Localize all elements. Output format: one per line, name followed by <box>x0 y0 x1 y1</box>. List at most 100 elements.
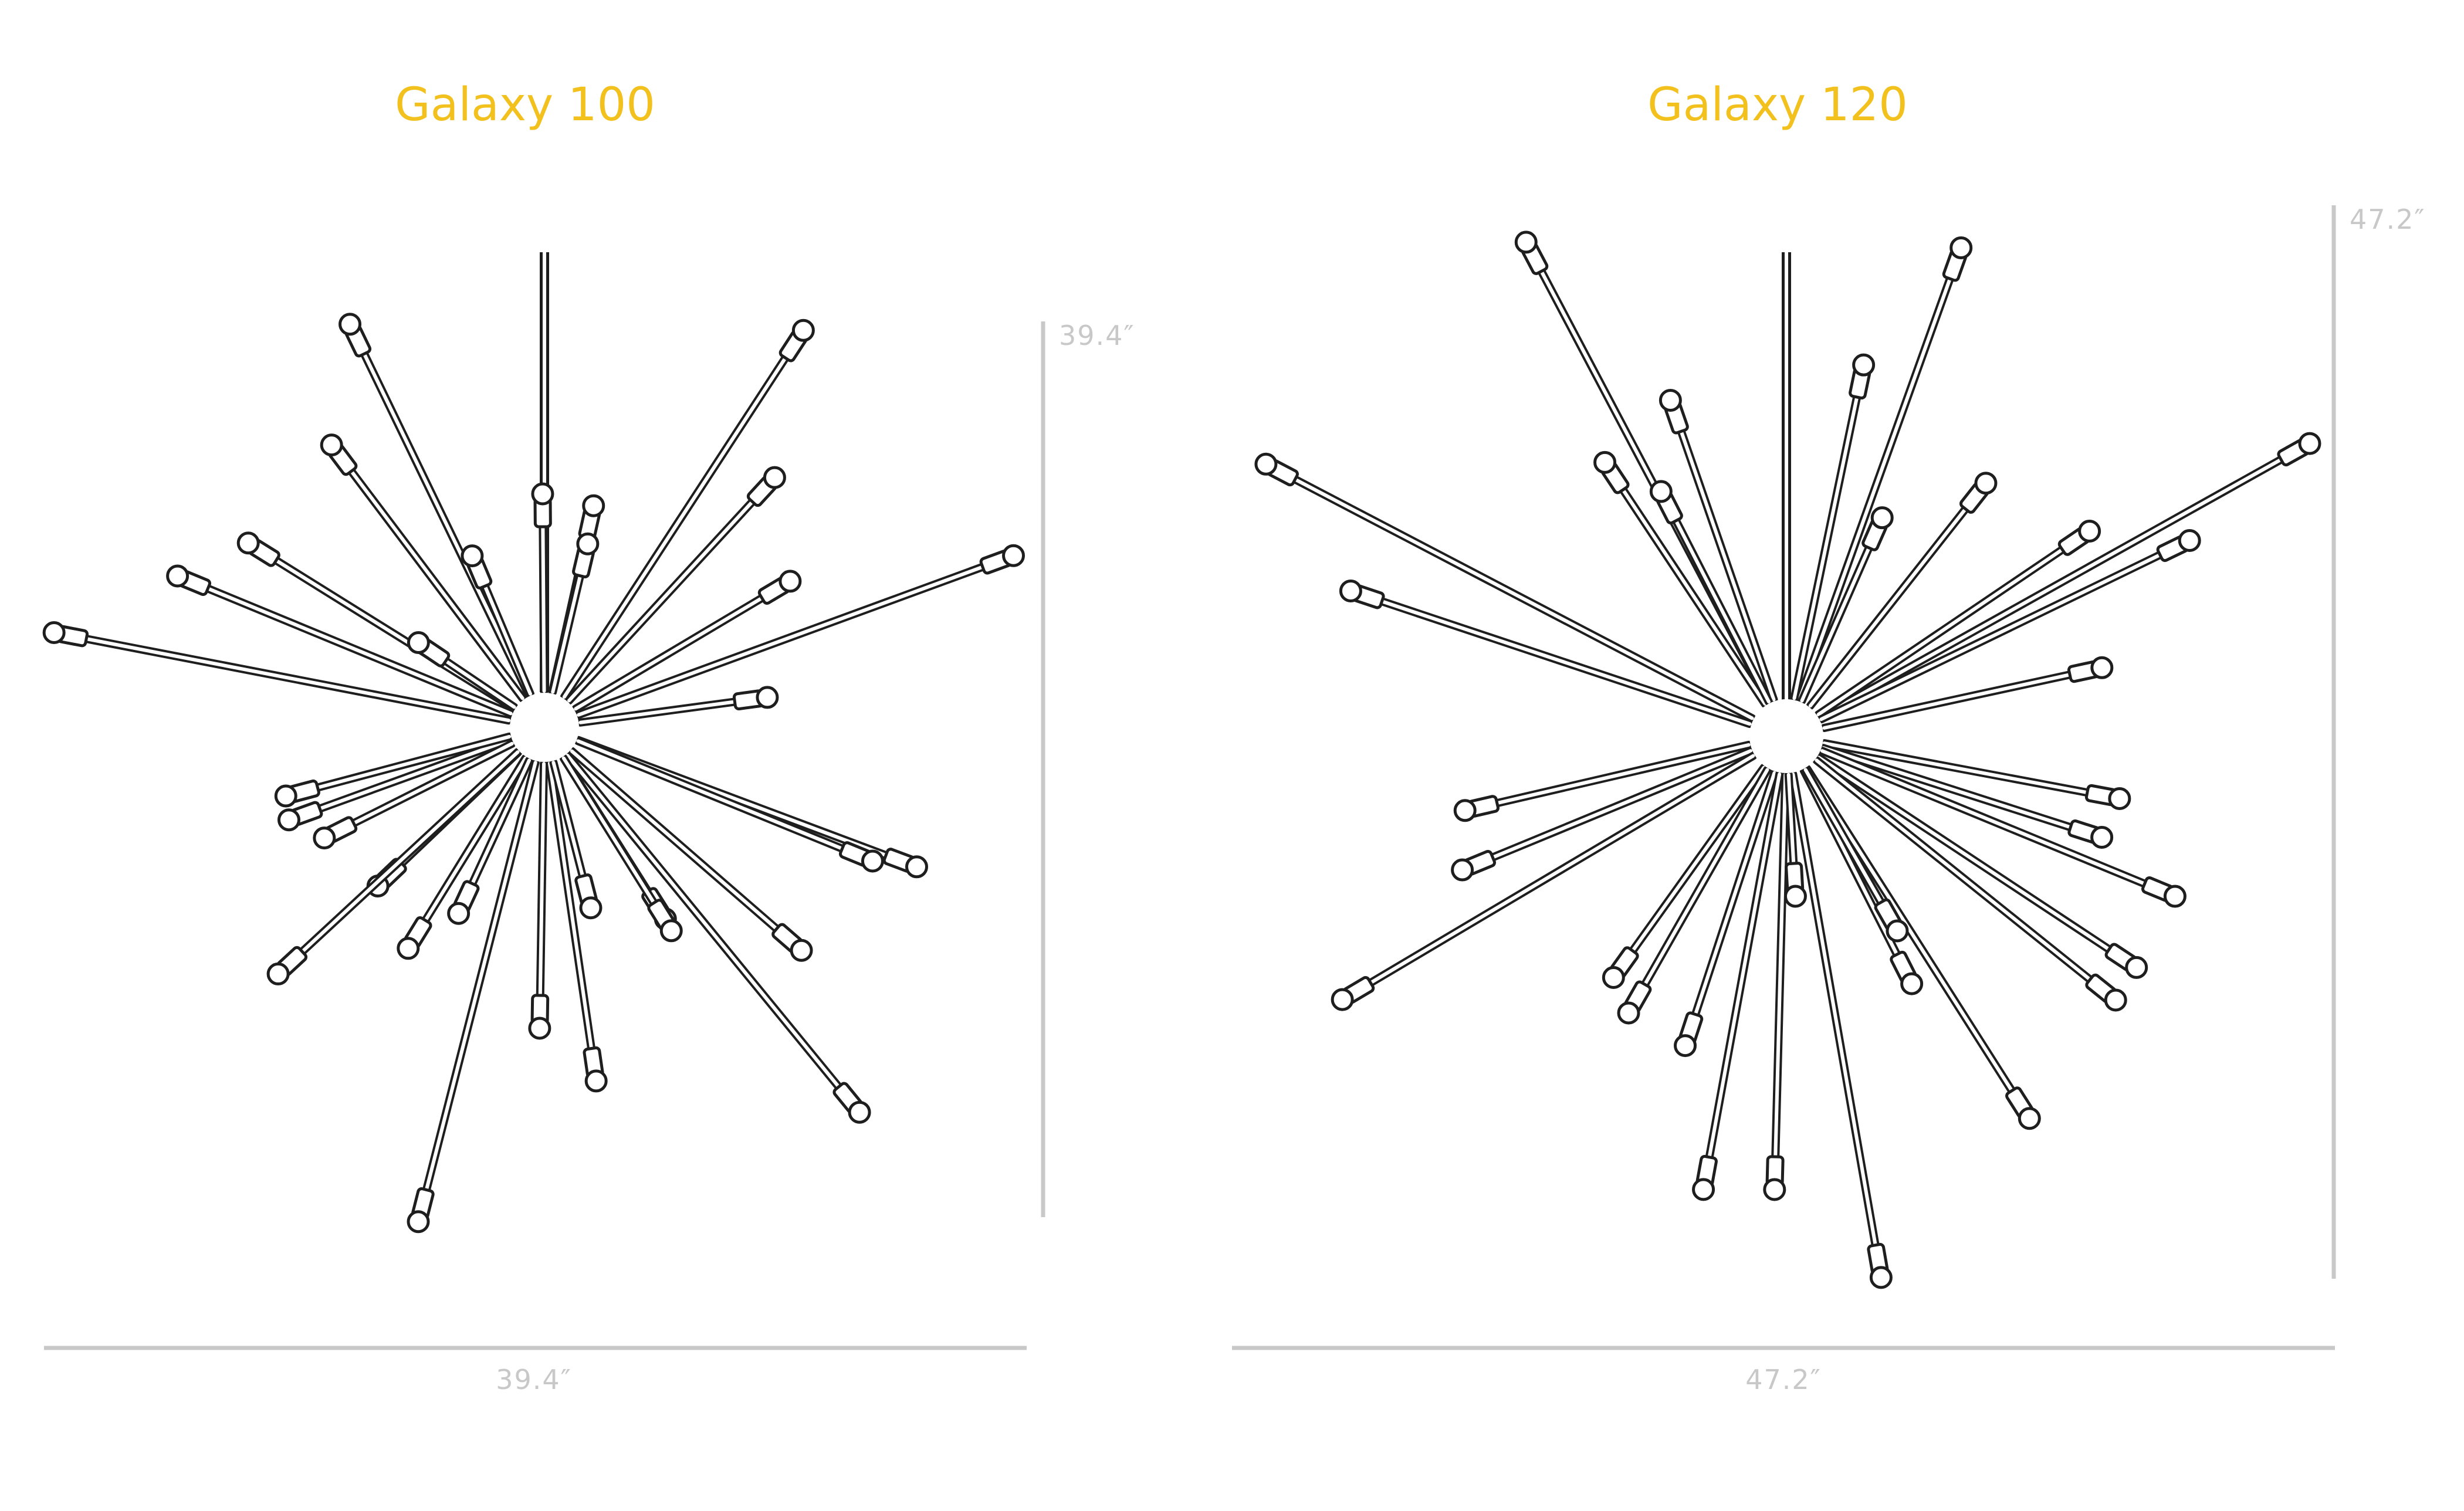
bulb-icon <box>756 686 779 709</box>
bulb-icon <box>1593 450 1617 474</box>
bulb-icon <box>579 896 603 920</box>
chandelier-arm <box>1819 744 2114 849</box>
height-dimension: 39.4″ <box>1041 320 1135 1217</box>
chandelier-arm <box>1806 472 1998 710</box>
chandelier-arm <box>531 482 554 696</box>
height-dimension-label: 39.4″ <box>1059 320 1135 351</box>
chandelier-arm <box>567 747 813 962</box>
width-dimension: 47.2″ <box>1232 1346 2335 1395</box>
chandelier-arm <box>1798 506 1894 705</box>
bulb-icon <box>905 855 928 879</box>
chandelier-arm <box>1820 656 2114 733</box>
chandelier-arm <box>313 739 516 850</box>
chandelier-arm <box>320 433 527 703</box>
width-dimension: 39.4″ <box>44 1346 1027 1395</box>
chandelier-arm <box>1617 765 1772 1025</box>
bulb-icon <box>236 531 260 555</box>
bulb-icon <box>779 570 802 593</box>
chandelier-arm <box>1783 770 1807 908</box>
bulb-icon <box>1617 1001 1640 1025</box>
bulb-icon <box>1870 506 1894 530</box>
chandelier-arm <box>407 758 540 1234</box>
bulb-icon <box>576 532 600 555</box>
chandelier-arm <box>1331 751 1758 1011</box>
chandelier-arm <box>1814 520 2101 719</box>
bulb-icon <box>659 919 683 943</box>
chandelier-arm <box>42 621 513 725</box>
width-dimension-label: 47.2″ <box>1745 1364 1822 1395</box>
bulb-icon <box>1783 885 1807 908</box>
bulb-icon <box>1659 388 1682 412</box>
chandelier-arm <box>1803 764 2041 1130</box>
chandelier-arm <box>1812 756 2127 1012</box>
bulb-icon <box>2090 825 2114 849</box>
bulb-icon <box>2108 787 2131 810</box>
bulb-icon <box>407 631 430 655</box>
bulb-icon <box>1974 472 1998 495</box>
chandelier-arm <box>1815 753 2148 979</box>
chandelier-arm <box>447 756 534 925</box>
chandelier-arm <box>1820 739 2131 810</box>
bulb-icon <box>407 1210 430 1234</box>
chandelier-arm <box>397 754 530 960</box>
chandelier-arm <box>277 736 515 832</box>
bulb-icon <box>1763 1178 1786 1201</box>
chandelier-arm <box>1593 450 1769 708</box>
width-dimension-label: 39.4″ <box>496 1364 572 1395</box>
bulb-icon <box>1254 452 1278 476</box>
height-dimension-label: 47.2″ <box>2350 204 2426 235</box>
bulb-icon <box>1339 579 1362 602</box>
bulb-icon <box>1453 799 1477 822</box>
chandelier-arm <box>574 737 884 873</box>
chandelier-arm <box>560 319 815 702</box>
chandelier-arm <box>549 532 600 696</box>
bulb-icon <box>2125 956 2148 979</box>
bulb-icon <box>1852 353 1876 377</box>
bulb-icon <box>790 939 813 962</box>
chandelier-hub <box>510 693 579 762</box>
chandelier-arm <box>1254 452 1756 723</box>
bulb-icon <box>1886 919 1909 943</box>
chandelier-arm <box>1649 480 1773 706</box>
bulb-icon <box>313 826 336 850</box>
bulb-icon <box>1649 480 1673 503</box>
bulb-icon <box>1331 988 1354 1011</box>
bulb-icon <box>1674 1034 1697 1058</box>
chandelier-arm <box>1453 740 1753 822</box>
fixture-galaxy-100: Galaxy 100 39.4″ 39.4″ <box>42 79 1135 1395</box>
chandelier-arm <box>1818 747 2187 908</box>
bulb-icon <box>1949 236 1973 259</box>
fixture-title: Galaxy 120 <box>1647 79 1908 131</box>
fixture-galaxy-120: Galaxy 120 47.2″ 47.2″ <box>1232 79 2426 1395</box>
bulb-icon <box>274 784 297 808</box>
bulb-icon <box>2163 885 2187 908</box>
bulb-icon <box>1602 966 1625 990</box>
chandelier-hub <box>1749 699 1823 773</box>
chandelier-arm <box>266 748 522 985</box>
bulb-icon <box>277 808 300 832</box>
chandelier-arm <box>1339 579 1754 729</box>
bulb-icon <box>2104 988 2127 1012</box>
chandelier-arm <box>563 751 871 1124</box>
bulb-icon <box>1514 231 1538 254</box>
chandelier-arm <box>1763 770 1790 1201</box>
chandelier-arm <box>565 466 786 705</box>
bulb-icon <box>1002 544 1025 567</box>
chandelier-arm <box>1790 353 1876 703</box>
bulb-icon <box>447 902 471 925</box>
bulb-icon <box>763 466 786 489</box>
chandelier-arm <box>1451 747 1755 882</box>
bulb-icon <box>582 494 605 517</box>
chandelier-arm <box>1801 765 1909 943</box>
bulb-icon <box>1692 1178 1715 1201</box>
bulb-icon <box>2078 520 2101 543</box>
chandelier-arm <box>545 759 608 1093</box>
chandelier-arm <box>1659 388 1778 704</box>
bulb-icon <box>166 564 189 588</box>
chandelier-arm <box>549 758 603 920</box>
chandelier-arm <box>1602 763 1768 990</box>
bulb-icon <box>2090 656 2114 679</box>
chandelier-arms <box>1254 231 2321 1289</box>
bulb-icon <box>266 962 290 985</box>
